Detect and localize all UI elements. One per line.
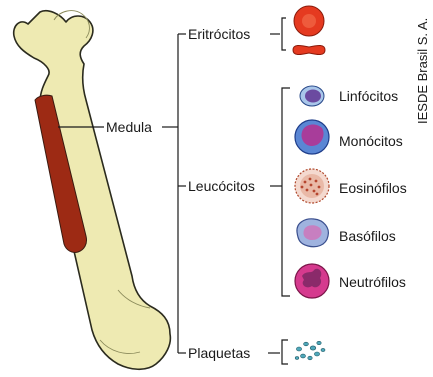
erythrocytes-bracket bbox=[282, 18, 286, 50]
leukocytes-label: Leucócitos bbox=[188, 178, 255, 194]
erythrocyte-side-icon bbox=[293, 45, 325, 54]
monocytes-label: Monócitos bbox=[339, 133, 403, 149]
lymphocytes-label: Linfócitos bbox=[339, 88, 398, 104]
erythrocyte-front-icon bbox=[294, 6, 324, 36]
lymphocyte-cell-icon bbox=[300, 86, 324, 106]
image-credit: IESDE Brasil S. A. bbox=[416, 18, 430, 124]
eosinophils-label: Eosinófilos bbox=[339, 180, 407, 196]
leukocytes-bracket bbox=[282, 88, 290, 296]
monocyte-cell-icon bbox=[295, 120, 329, 154]
eosinophil-cell-icon bbox=[295, 169, 329, 203]
neutrophils-label: Neutrófilos bbox=[339, 274, 406, 290]
platelets-label: Plaquetas bbox=[188, 345, 250, 361]
erythrocytes-label: Eritrócitos bbox=[188, 26, 250, 42]
neutrophil-cell-icon bbox=[295, 264, 329, 298]
basophil-cell-icon bbox=[297, 219, 328, 247]
basophils-label: Basófilos bbox=[339, 228, 396, 244]
femur-bone bbox=[14, 11, 171, 370]
platelets-bracket bbox=[282, 340, 288, 364]
platelets-icon bbox=[295, 341, 325, 360]
medula-label: Medula bbox=[106, 119, 152, 135]
